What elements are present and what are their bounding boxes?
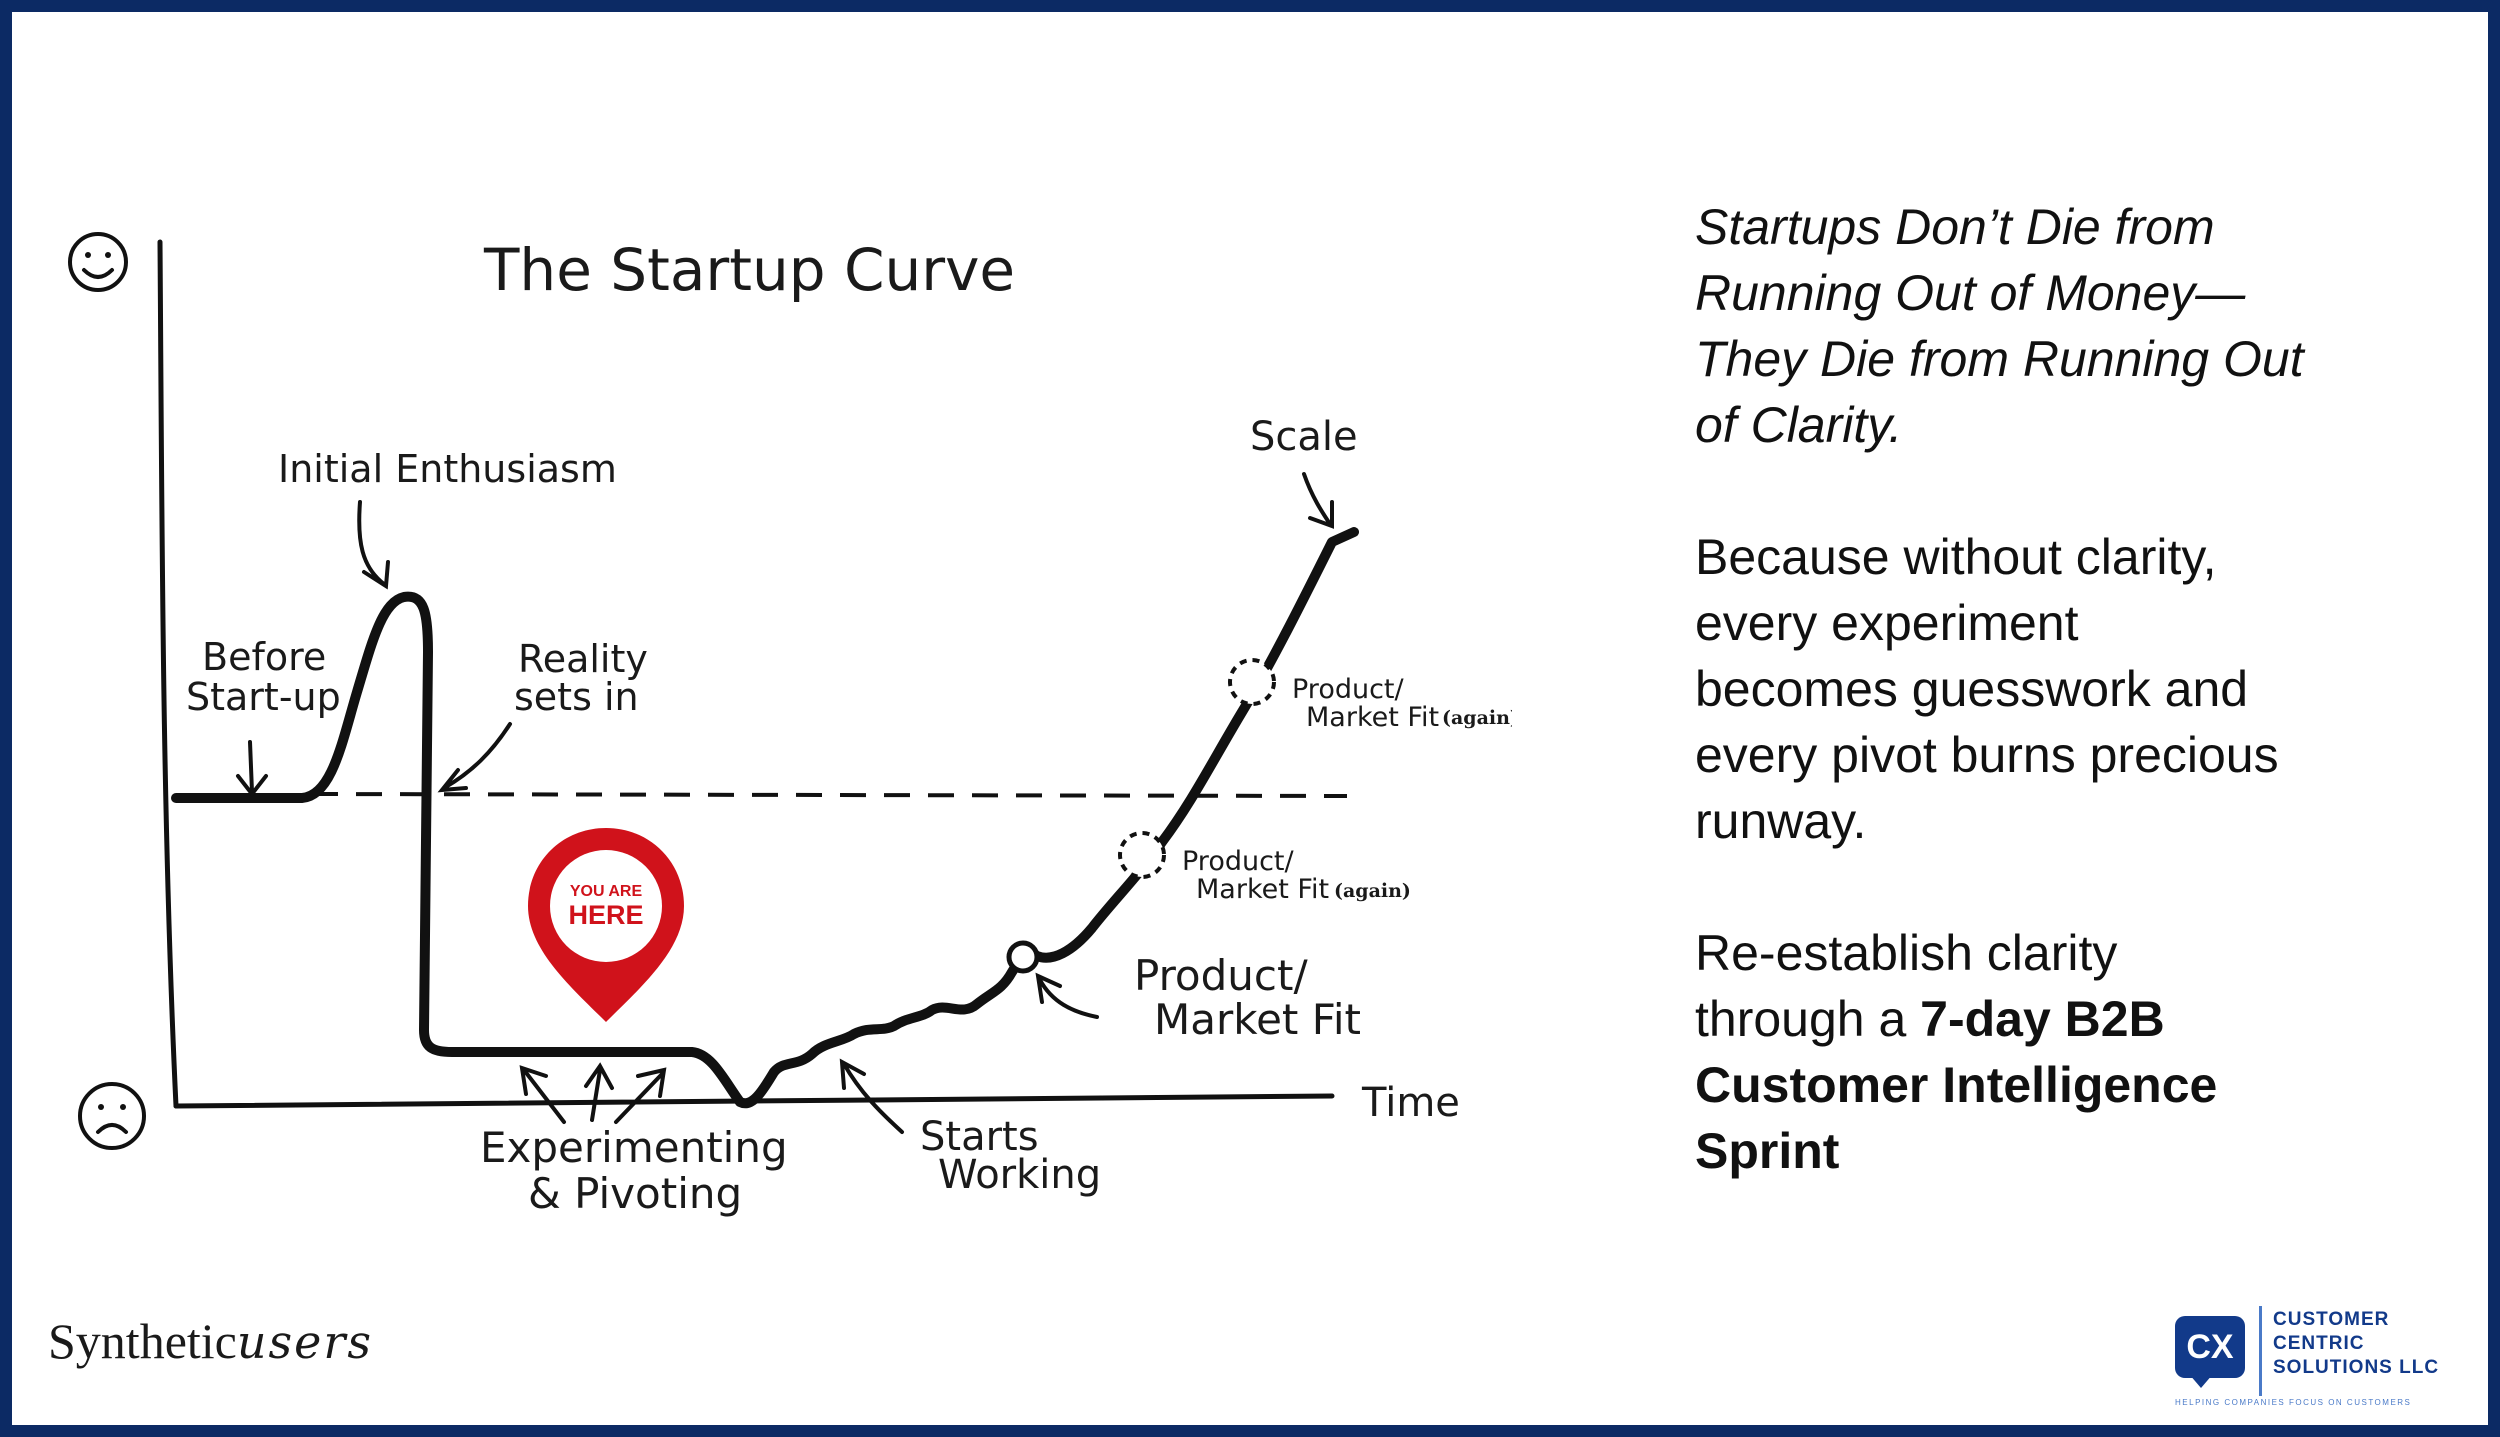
headline-line-3: They Die from Running Out — [1695, 331, 2304, 387]
cta-line-2-prefix: through a — [1695, 991, 1921, 1047]
label-pmf-again-2-suffix: (again) — [1442, 707, 1512, 729]
startup-curve-diagram: The Startup Curve Initial Enthusiasm Bef… — [68, 232, 1512, 1218]
pin-text-line1: YOU ARE — [570, 883, 643, 900]
cx-name-line-1: CUSTOMER — [2273, 1309, 2390, 1330]
label-reality-1: Reality — [518, 637, 648, 681]
label-pmf-again-2-line2: Market Fit — [1306, 702, 1439, 733]
cx-name-line-2: CENTRIC — [2273, 1333, 2365, 1354]
label-experimenting-1: Experimenting — [480, 1123, 788, 1172]
reality-arrow — [437, 722, 512, 793]
body-line-1: Because without clarity, — [1695, 529, 2217, 585]
smiley-face-icon — [68, 232, 128, 292]
headline: Startups Don’t Die from Running Out of M… — [1695, 194, 2415, 458]
experimenting-arrow-2 — [584, 1062, 614, 1122]
pmf-arrow — [1035, 972, 1099, 1019]
y-axis — [157, 239, 179, 1109]
synthetic-users-logo-main: Synthetic — [48, 1313, 237, 1369]
initial-enthusiasm-arrow — [357, 500, 390, 590]
label-starts-1: Starts — [920, 1114, 1039, 1160]
label-pmf-2: Market Fit — [1154, 995, 1361, 1044]
cx-badge-icon: CX — [2175, 1316, 2245, 1378]
pmf-again-marker-2 — [1228, 658, 1276, 706]
headline-line-4: of Clarity. — [1695, 397, 1903, 453]
label-before-1: Before — [202, 635, 326, 679]
label-pmf-again-1-suffix: (again) — [1334, 880, 1411, 902]
slide-frame: The Startup Curve Initial Enthusiasm Bef… — [12, 12, 2488, 1425]
startup-curve-line — [171, 527, 1359, 1109]
cta-line-3: Customer Intelligence — [1695, 1057, 2218, 1113]
sad-face-icon — [78, 1082, 146, 1150]
customer-centric-solutions-logo: CX CUSTOMER CENTRIC SOLUTIONS LLC HELPIN… — [2167, 1302, 2447, 1412]
label-time: Time — [1361, 1080, 1460, 1126]
label-scale: Scale — [1250, 414, 1358, 460]
synthetic-users-logo-script: users — [236, 1315, 373, 1369]
label-pmf-again-2-line1: Product/ — [1292, 674, 1405, 705]
label-starts-2: Working — [938, 1152, 1101, 1198]
headline-line-2: Running Out of Money— — [1695, 265, 2246, 321]
label-pmf-again-1-line2: Market Fit — [1196, 874, 1329, 905]
experimenting-arrow-3 — [614, 1067, 667, 1124]
cta-line-1: Re-establish clarity — [1695, 925, 2118, 981]
label-experimenting-2: & Pivoting — [528, 1169, 742, 1218]
cx-tagline: HELPING COMPANIES FOCUS ON CUSTOMERS — [2175, 1398, 2412, 1407]
headline-line-1: Startups Don’t Die from — [1695, 199, 2215, 255]
label-pmf-again-1-line1: Product/ — [1182, 846, 1295, 877]
cx-name-line-3: SOLUTIONS LLC — [2273, 1357, 2440, 1378]
cta-line-2-bold: 7-day B2B — [1920, 991, 2165, 1047]
starts-working-arrow — [839, 1058, 904, 1134]
scale-arrow — [1302, 472, 1334, 529]
cx-company-name: CUSTOMER CENTRIC SOLUTIONS LLC — [2273, 1308, 2439, 1380]
label-initial-enthusiasm: Initial Enthusiasm — [278, 447, 617, 491]
experimenting-arrow-1 — [519, 1065, 566, 1124]
pmf-marker — [1006, 940, 1040, 974]
body-line-2: every experiment — [1695, 595, 2079, 651]
body-line-4: every pivot burns precious — [1695, 727, 2279, 783]
cta-line-4: Sprint — [1695, 1123, 1840, 1179]
before-startup-arrow — [236, 740, 268, 798]
you-are-here-pin-icon: YOU ARE HERE — [528, 828, 684, 1022]
pmf-again-marker-1 — [1118, 831, 1166, 879]
body-line-5: runway. — [1695, 793, 1867, 849]
body-line-3: becomes guesswork and — [1695, 661, 2249, 717]
pin-text-line2: HERE — [568, 900, 643, 930]
synthetic-users-logo: Syntheticusers — [48, 1312, 373, 1370]
cx-badge-tail — [2189, 1374, 2213, 1388]
message-panel: Startups Don’t Die from Running Out of M… — [1695, 194, 2415, 1250]
label-before-2: Start-up — [186, 675, 341, 719]
label-pmf-1: Product/ — [1134, 951, 1308, 1000]
cx-logo-divider — [2259, 1306, 2262, 1396]
cta-text: Re-establish clarity through a 7-day B2B… — [1695, 920, 2415, 1184]
body-text: Because without clarity, every experimen… — [1695, 524, 2415, 854]
diagram-title: The Startup Curve — [483, 236, 1015, 304]
label-reality-2: sets in — [514, 675, 639, 719]
